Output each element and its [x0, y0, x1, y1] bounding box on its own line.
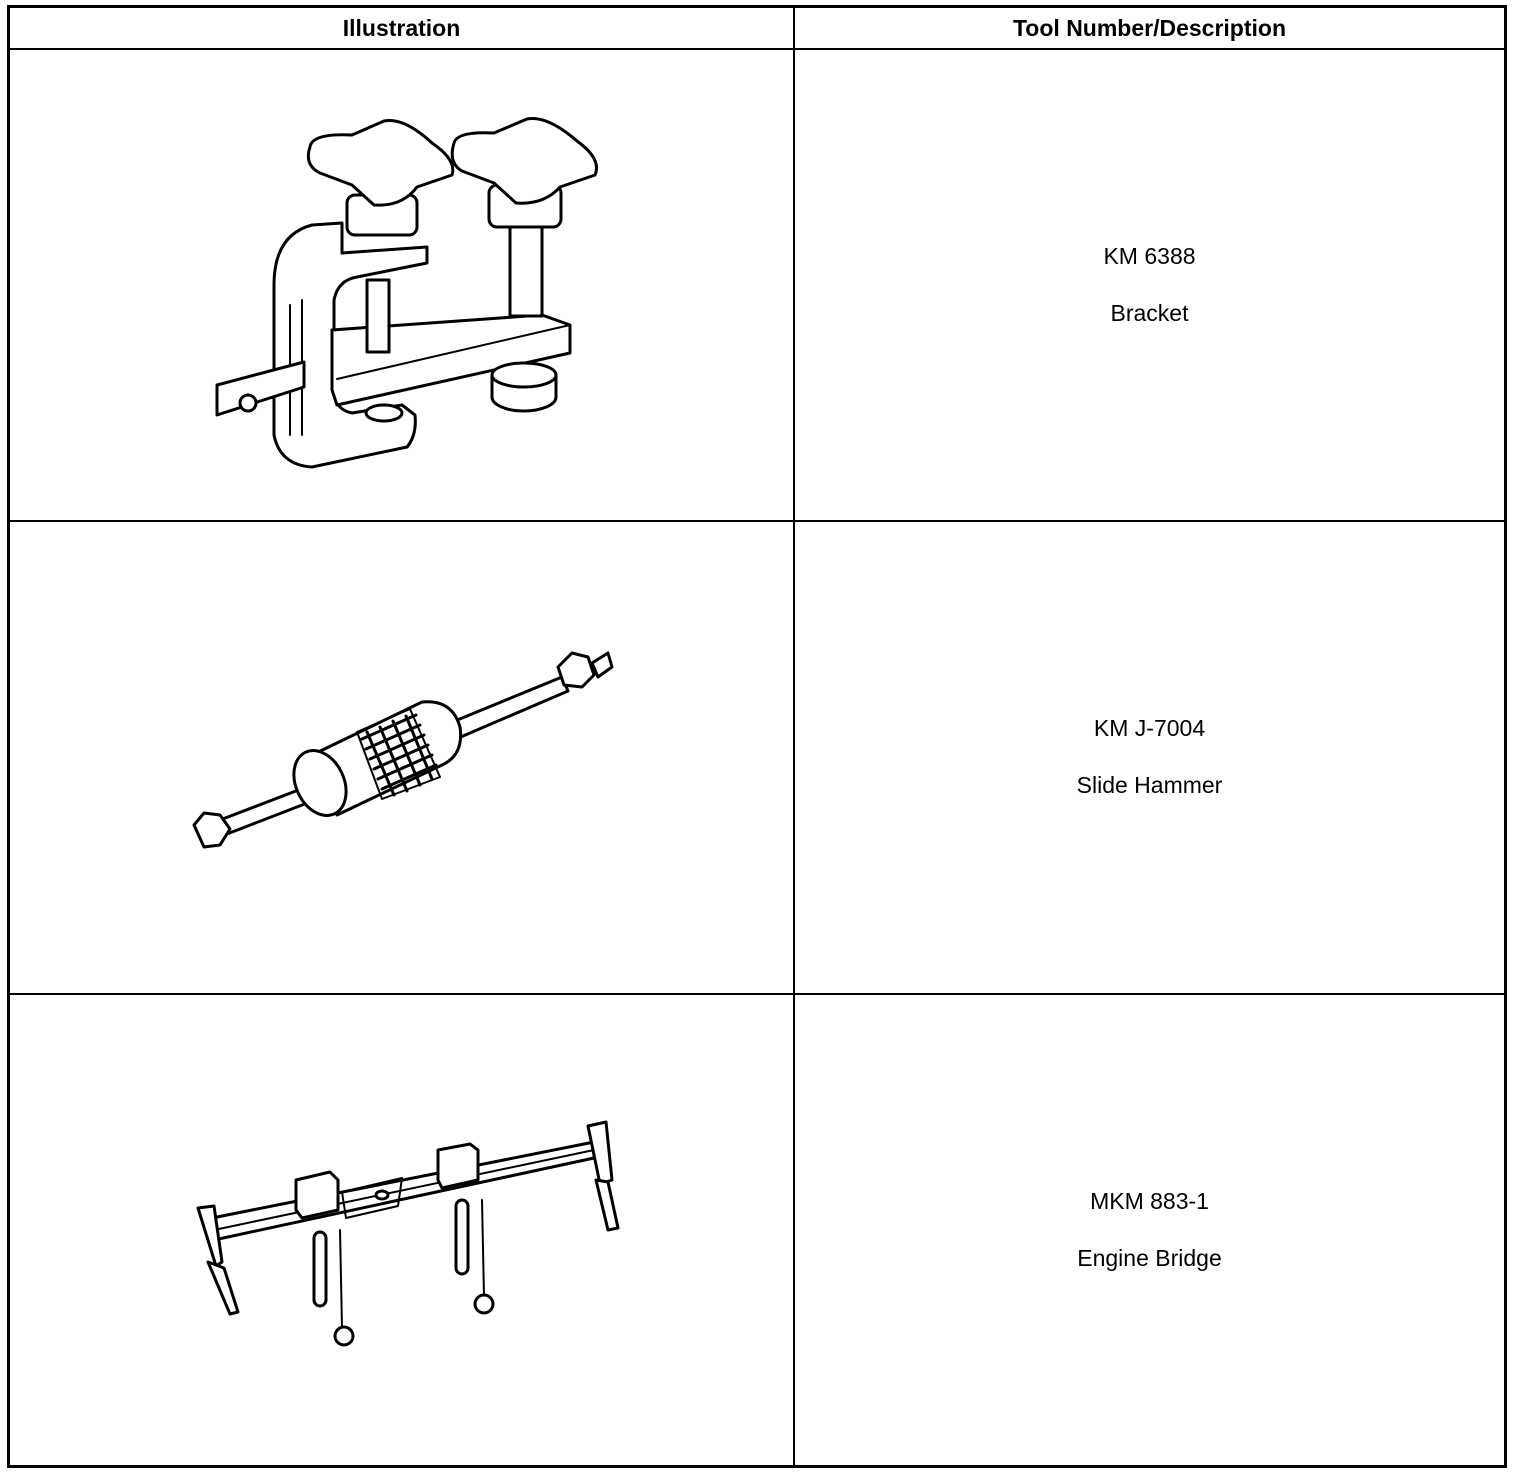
engine-bridge-illustration — [196, 1120, 619, 1347]
header-row: Illustration Tool Number/Description — [7, 5, 1507, 50]
slide-hammer-illustration — [192, 651, 613, 849]
illustration-cell — [7, 992, 795, 1468]
illustration-cell — [7, 47, 795, 523]
bracket-tool-illustration — [215, 117, 598, 469]
tool-description-cell: MKM 883-1 Engine Bridge — [793, 992, 1507, 1468]
tool-table: Illustration Tool Number/Description — [7, 5, 1507, 1468]
tool-number: KM J-7004 — [1093, 715, 1206, 742]
tool-description-cell: KM J-7004 Slide Hammer — [793, 520, 1507, 995]
tool-description: Engine Bridge — [1077, 1244, 1222, 1271]
tool-description-cell: KM 6388 Bracket — [793, 47, 1507, 523]
illustration-cell — [7, 520, 795, 995]
tool-description: Bracket — [1110, 300, 1189, 327]
table-row: MKM 883-1 Engine Bridge — [7, 992, 1507, 1468]
header-illustration: Illustration — [7, 5, 795, 50]
tool-number: KM 6388 — [1103, 243, 1196, 270]
header-tool-number-description: Tool Number/Description — [793, 5, 1507, 50]
table-row: KM 6388 Bracket — [7, 47, 1507, 523]
table-row: KM J-7004 Slide Hammer — [7, 520, 1507, 995]
tool-number: MKM 883-1 — [1090, 1187, 1209, 1214]
tool-description: Slide Hammer — [1076, 772, 1223, 799]
